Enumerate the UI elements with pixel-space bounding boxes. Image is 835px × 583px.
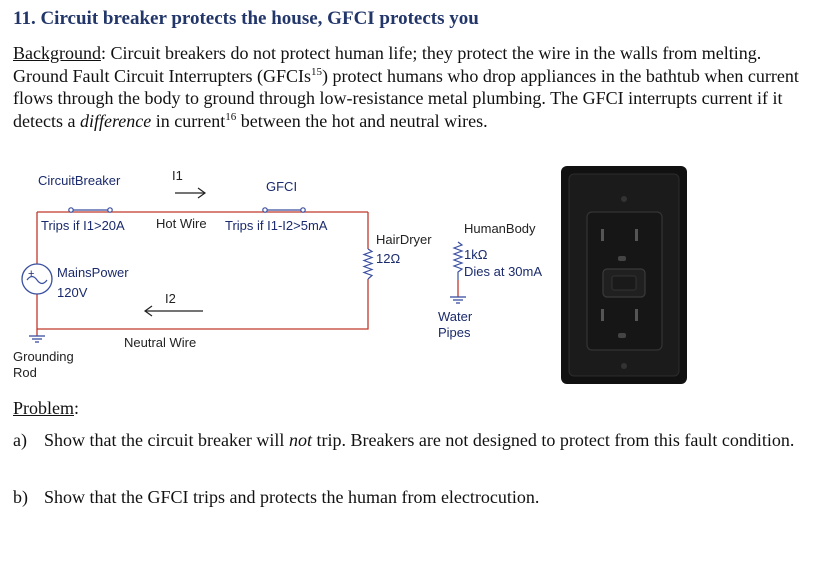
background-text-2: ) protect humans who drop appliances in … (13, 65, 799, 131)
human-body-resistor (452, 241, 464, 280)
problem-colon: : (74, 398, 80, 418)
source-label: MainsPower (57, 265, 129, 280)
source-value: 120V (57, 285, 88, 300)
i1-arrow (175, 187, 207, 199)
hair-dryer-resistor (362, 248, 374, 280)
gfci-outlet-photo (561, 166, 687, 384)
footnote-16: 16 (225, 110, 237, 123)
switches (68, 207, 306, 213)
human-body-note: Dies at 30mA (464, 264, 542, 279)
item-text: Show that the circuit breaker will not t… (44, 429, 819, 452)
emphasis-difference: difference (79, 110, 152, 131)
i2-label: I2 (165, 291, 176, 306)
hot-wire-label: Hot Wire (156, 216, 207, 231)
water-ground-symbol (450, 296, 466, 304)
ground-label-1: Grounding (13, 349, 74, 364)
i1-label: I1 (172, 168, 183, 183)
neutral-wire-label: Neutral Wire (124, 335, 196, 350)
ac-source-symbol: + (21, 263, 53, 295)
background-text-4: between the hot and neutral wires. (236, 110, 488, 131)
problem-heading: Problem: (13, 398, 79, 419)
background-paragraph: Background: Circuit breakers do not prot… (13, 42, 818, 132)
background-text-1: : Circuit breakers do not protect human … (13, 43, 762, 86)
background-label: Background (13, 43, 101, 63)
background-text-3: in current (151, 110, 226, 131)
hair-dryer-label: HairDryer (376, 232, 432, 247)
hair-dryer-value: 12Ω (376, 251, 400, 266)
gfci-switch (262, 207, 306, 213)
human-body-value: 1kΩ (464, 247, 488, 262)
neutral-wire-line (36, 279, 369, 330)
water-label-1: Water (438, 309, 473, 324)
section-heading: 11. Circuit breaker protects the house, … (13, 8, 479, 29)
breaker-label: CircuitBreaker (38, 173, 121, 188)
item-text-emphasis: not (288, 430, 312, 450)
breaker-trip-label: Trips if I1>20A (41, 218, 125, 233)
wires (36, 211, 459, 336)
item-text-before: Show that the circuit breaker will (44, 430, 289, 450)
i2-arrow (143, 305, 203, 317)
circuit-diagram: + CircuitBreaker I1 GFCI Trips if I1>20A… (13, 166, 687, 384)
problem-label: Problem (13, 398, 74, 418)
svg-text:+: + (28, 268, 34, 280)
item-letter: a) (13, 430, 27, 450)
item-text-before: Show that the GFCI trips and protects th… (44, 487, 540, 507)
ground-symbol (29, 335, 45, 343)
item-text-after: trip. Breakers are not designed to prote… (311, 430, 795, 450)
gfci-label: GFCI (266, 179, 297, 194)
gfci-trip-label: Trips if I1-I2>5mA (225, 218, 328, 233)
current-arrows (143, 187, 207, 317)
footnote-15: 15 (310, 65, 322, 78)
item-text: Show that the GFCI trips and protects th… (44, 486, 819, 509)
ground-label-2: Rod (13, 365, 37, 380)
water-label-2: Pipes (438, 325, 471, 340)
human-body-label: HumanBody (464, 221, 536, 236)
item-letter: b) (13, 487, 28, 507)
breaker-switch (68, 207, 113, 213)
